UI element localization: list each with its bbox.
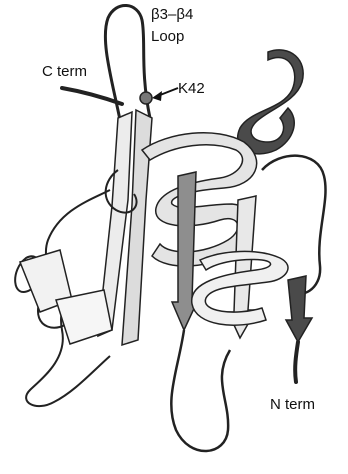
c-term-label: C term xyxy=(42,63,87,81)
alpha-helix-top-right xyxy=(238,50,304,154)
n-term-coil xyxy=(295,342,298,382)
loop-label-line2: Loop xyxy=(151,28,184,46)
k42-arrowhead xyxy=(152,91,162,101)
k42-label: K42 xyxy=(178,80,205,98)
beta-strand-n-term xyxy=(286,276,312,342)
loop-label-line1: β3–β4 xyxy=(151,6,193,24)
left-lower-sheet-2 xyxy=(56,290,112,344)
bottom-loop xyxy=(171,330,230,451)
k42-residue-sphere xyxy=(140,92,152,104)
n-term-label: N term xyxy=(270,396,315,414)
